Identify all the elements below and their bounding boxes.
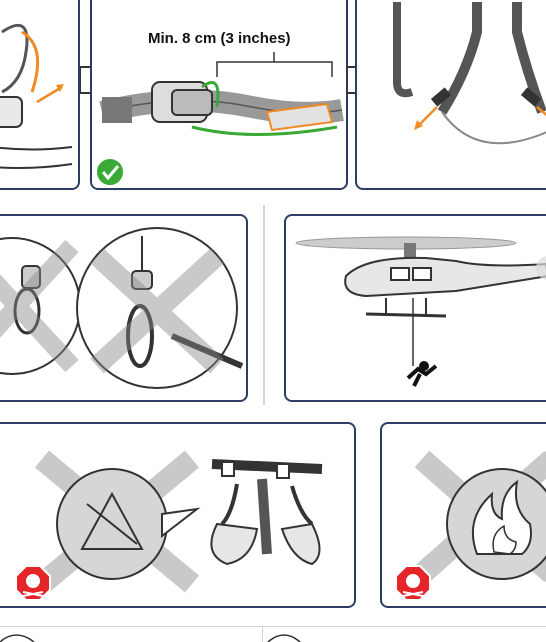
sharp-edge-illustration <box>0 424 356 608</box>
measurement-label: Min. 8 cm (3 inches) <box>148 30 291 47</box>
buckle-threading-illustration <box>0 0 80 190</box>
bottom-row-partial <box>0 628 546 642</box>
harness-illustration <box>211 462 322 564</box>
panel-buckle-step-1 <box>0 0 80 190</box>
helicopter-icon <box>286 216 546 402</box>
panel-fire-warning <box>380 422 546 608</box>
incorrect-carabiner-illustration <box>0 216 248 402</box>
panel-sharp-edge-warning <box>0 422 356 608</box>
skull-danger-icon <box>16 566 50 600</box>
panel-leg-loop-adjust <box>355 0 546 190</box>
leg-loop-illustration <box>357 0 546 190</box>
panel-incorrect-connections <box>0 214 248 402</box>
buckle-measurement-illustration <box>92 0 348 190</box>
divider-row2 <box>263 205 265 405</box>
check-icon <box>96 158 124 186</box>
fire-warning-illustration <box>382 424 546 608</box>
divider-bottom-left <box>0 626 546 627</box>
skull-danger-icon <box>396 566 430 600</box>
panel-helicopter-rescue <box>284 214 546 402</box>
panel-buckle-step-2: Min. 8 cm (3 inches) <box>90 0 348 190</box>
person-icon <box>408 361 436 386</box>
